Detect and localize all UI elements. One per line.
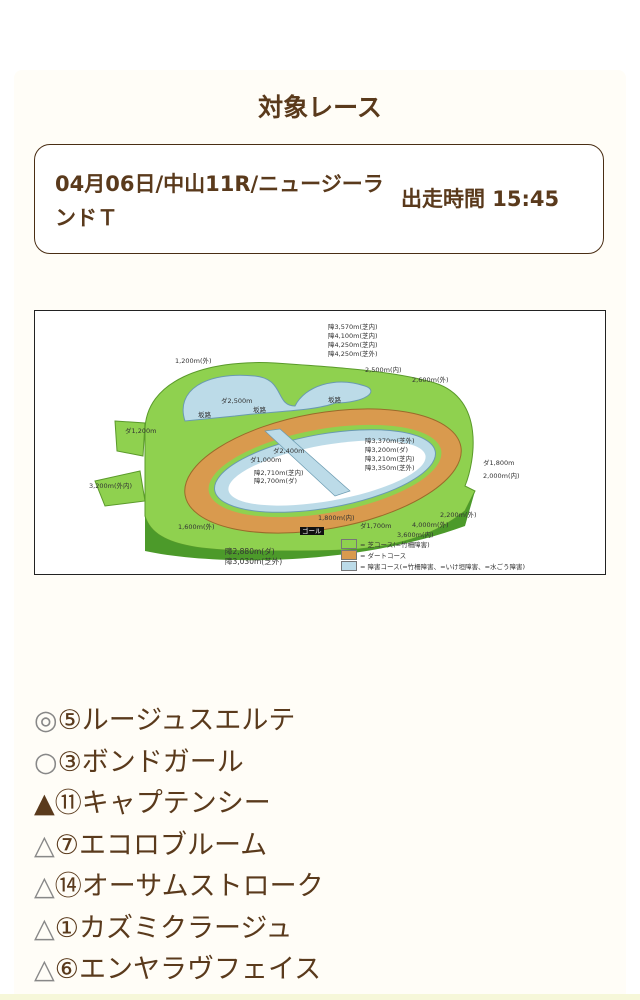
- map-label: 障3,370m(芝外): [365, 437, 415, 445]
- legend-turf: = 芝コース(=竹柵障害): [341, 539, 430, 549]
- map-label: 1,200m(外): [175, 357, 212, 365]
- goal-label: ゴール: [300, 527, 324, 535]
- map-label: 障3,350m(芝外): [365, 464, 415, 472]
- list-item: ▲⑪キャプテンシー: [34, 783, 324, 825]
- map-label: 障4,100m(芝内): [328, 332, 378, 340]
- map-label: ダ1,700m: [360, 522, 392, 530]
- bottom-divider: [0, 994, 640, 1000]
- map-label: 坂路: [253, 406, 266, 414]
- map-label: ダ1,000m: [250, 456, 282, 464]
- race-name: 04月06日/中山11R/ニュージーランドＴ: [55, 172, 384, 230]
- horse-name: ⑪キャプテンシー: [54, 788, 271, 819]
- list-item: △⑥エンヤラヴフェイス: [34, 949, 324, 991]
- map-label: ダ1,800m: [483, 459, 515, 467]
- horse-name: ⑤ルージュスエルテ: [57, 705, 296, 736]
- map-label: 2,500m(内): [365, 366, 402, 374]
- map-label: 障3,570m(芝内): [328, 323, 378, 331]
- steeple-swatch: [341, 561, 357, 571]
- horse-name: ③ボンドガール: [57, 746, 244, 778]
- prediction-mark: ◎: [34, 705, 58, 736]
- dirt-swatch: [341, 550, 357, 560]
- race-info-box: 04月06日/中山11R/ニュージーランドＴ 出走時間 15:45: [34, 144, 604, 254]
- turf-swatch: [341, 539, 357, 549]
- map-label: 障4,250m(芝内): [328, 341, 378, 349]
- prediction-mark: ▲: [34, 788, 55, 819]
- map-label: 2,600m(外): [412, 376, 449, 384]
- map-label: 2,000m(内): [483, 472, 520, 480]
- map-label: 障3,030m(芝外): [225, 557, 283, 566]
- map-label: 障2,710m(芝内): [254, 469, 304, 477]
- map-label: 障3,200m(ダ): [365, 446, 409, 454]
- list-item: △⑭オーサムストローク: [34, 866, 324, 908]
- legend-text: = 障害コース(=竹柵障害、=いけ垣障害、=水ごう障害): [360, 563, 526, 571]
- map-label: 坂路: [198, 411, 211, 419]
- map-label: ダ2,400m: [273, 447, 305, 455]
- legend-dirt: = ダートコース: [341, 550, 406, 560]
- course-map-drawing: [94, 362, 476, 561]
- horse-name: ⑦エコロブルーム: [54, 829, 268, 861]
- prediction-mark: ○: [34, 746, 58, 778]
- list-item: ◎⑤ルージュスエルテ: [34, 700, 324, 742]
- prediction-mark: △: [34, 912, 55, 944]
- prediction-list: ◎⑤ルージュスエルテ ○③ボンドガール ▲⑪キャプテンシー △⑦エコロブルーム …: [34, 700, 324, 991]
- horse-name: ①カズミクラージュ: [54, 912, 293, 944]
- legend-text: = 芝コース(=竹柵障害): [360, 541, 430, 549]
- list-item: △①カズミクラージュ: [34, 908, 324, 950]
- prediction-mark: △: [34, 829, 55, 861]
- list-item: ○③ボンドガール: [34, 742, 324, 784]
- map-label: 1,800m(内): [318, 514, 355, 522]
- map-label: ダ2,500m: [221, 397, 253, 405]
- horse-name: ⑭オーサムストローク: [54, 871, 324, 902]
- map-label: 坂路: [328, 396, 341, 404]
- map-label: 1,600m(外): [178, 523, 215, 531]
- map-label: 障3,210m(芝内): [365, 455, 415, 463]
- legend-steeple: = 障害コース(=竹柵障害、=いけ垣障害、=水ごう障害): [341, 561, 525, 571]
- map-label: 4,000m(外): [412, 521, 449, 529]
- prediction-mark: △: [34, 871, 55, 902]
- list-item: △⑦エコロブルーム: [34, 825, 324, 867]
- post-time: 出走時間 15:45: [401, 187, 560, 211]
- map-label: 3,200m(外内): [89, 482, 133, 490]
- map-label: 障2,700m(ダ): [254, 477, 298, 485]
- map-label: 障2,880m(ダ): [225, 547, 275, 556]
- map-label: 3,600m(内): [397, 531, 434, 539]
- horse-name: ⑥エンヤラヴフェイス: [54, 954, 322, 985]
- map-label: 障4,250m(芝外): [328, 350, 378, 358]
- map-label: 2,200m(外): [440, 511, 477, 519]
- prediction-mark: △: [34, 954, 55, 985]
- map-label: ダ1,200m: [125, 427, 157, 435]
- section-title: 対象レース: [258, 93, 382, 122]
- legend-text: = ダートコース: [360, 552, 407, 560]
- steeple-course: [182, 374, 372, 422]
- course-map: 障3,570m(芝内) 障4,100m(芝内) 障4,250m(芝内) 障4,2…: [34, 310, 606, 575]
